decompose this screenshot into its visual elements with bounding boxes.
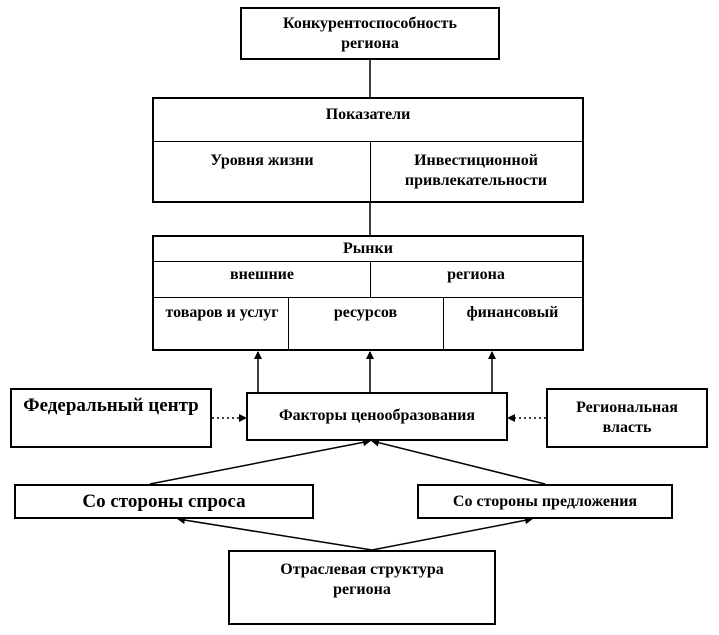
demand-side-box: Со стороны спроса — [14, 484, 314, 519]
pricing-factors-label: Факторы ценообразования — [278, 407, 476, 424]
arrow-structure-demand — [177, 516, 373, 551]
federal-center-label: Федеральный центр — [23, 395, 199, 416]
indicators-box: Показатели Уровня жизни Инвестиционной п… — [152, 97, 584, 203]
industry-structure-label: Отраслевая структура региона — [280, 561, 444, 598]
competitiveness-label: Конкурентоспособность региона — [283, 15, 457, 52]
regional-power-box: Региональная власть — [546, 388, 708, 448]
markets-divider-top — [154, 261, 582, 262]
markets-split-financial — [443, 297, 444, 349]
supply-side-label: Со стороны предложения — [452, 493, 638, 510]
indicators-divider — [154, 141, 582, 142]
indicators-investment: Инвестиционной привлекательности — [404, 152, 548, 189]
markets-external: внешние — [229, 266, 294, 283]
federal-center-box: Федеральный центр — [10, 388, 212, 448]
industry-structure-box: Отраслевая структура региона — [228, 550, 496, 625]
indicators-split — [370, 141, 371, 201]
arrow-structure-supply — [371, 516, 533, 551]
arrow-supply-pricing — [371, 438, 546, 485]
markets-split-top — [370, 261, 371, 297]
markets-financial: финансовый — [466, 304, 559, 321]
markets-resources: ресурсов — [333, 304, 398, 321]
indicators-title: Показатели — [325, 106, 411, 123]
markets-goods: товаров и услуг — [165, 304, 279, 321]
pricing-factors-box: Факторы ценообразования — [246, 392, 508, 441]
markets-divider-bottom — [154, 297, 582, 298]
supply-side-box: Со стороны предложения — [417, 484, 673, 519]
markets-box: Рынки внешние региона товаров и услуг ре… — [152, 235, 584, 351]
markets-title: Рынки — [343, 240, 393, 257]
competitiveness-box: Конкурентоспособность региона — [240, 7, 500, 60]
markets-regional: региона — [447, 266, 505, 283]
markets-split-goods — [288, 297, 289, 349]
indicators-living: Уровня жизни — [210, 152, 314, 169]
arrow-demand-pricing — [149, 438, 371, 485]
regional-power-label: Региональная власть — [576, 399, 678, 436]
demand-side-label: Со стороны спроса — [82, 491, 246, 512]
